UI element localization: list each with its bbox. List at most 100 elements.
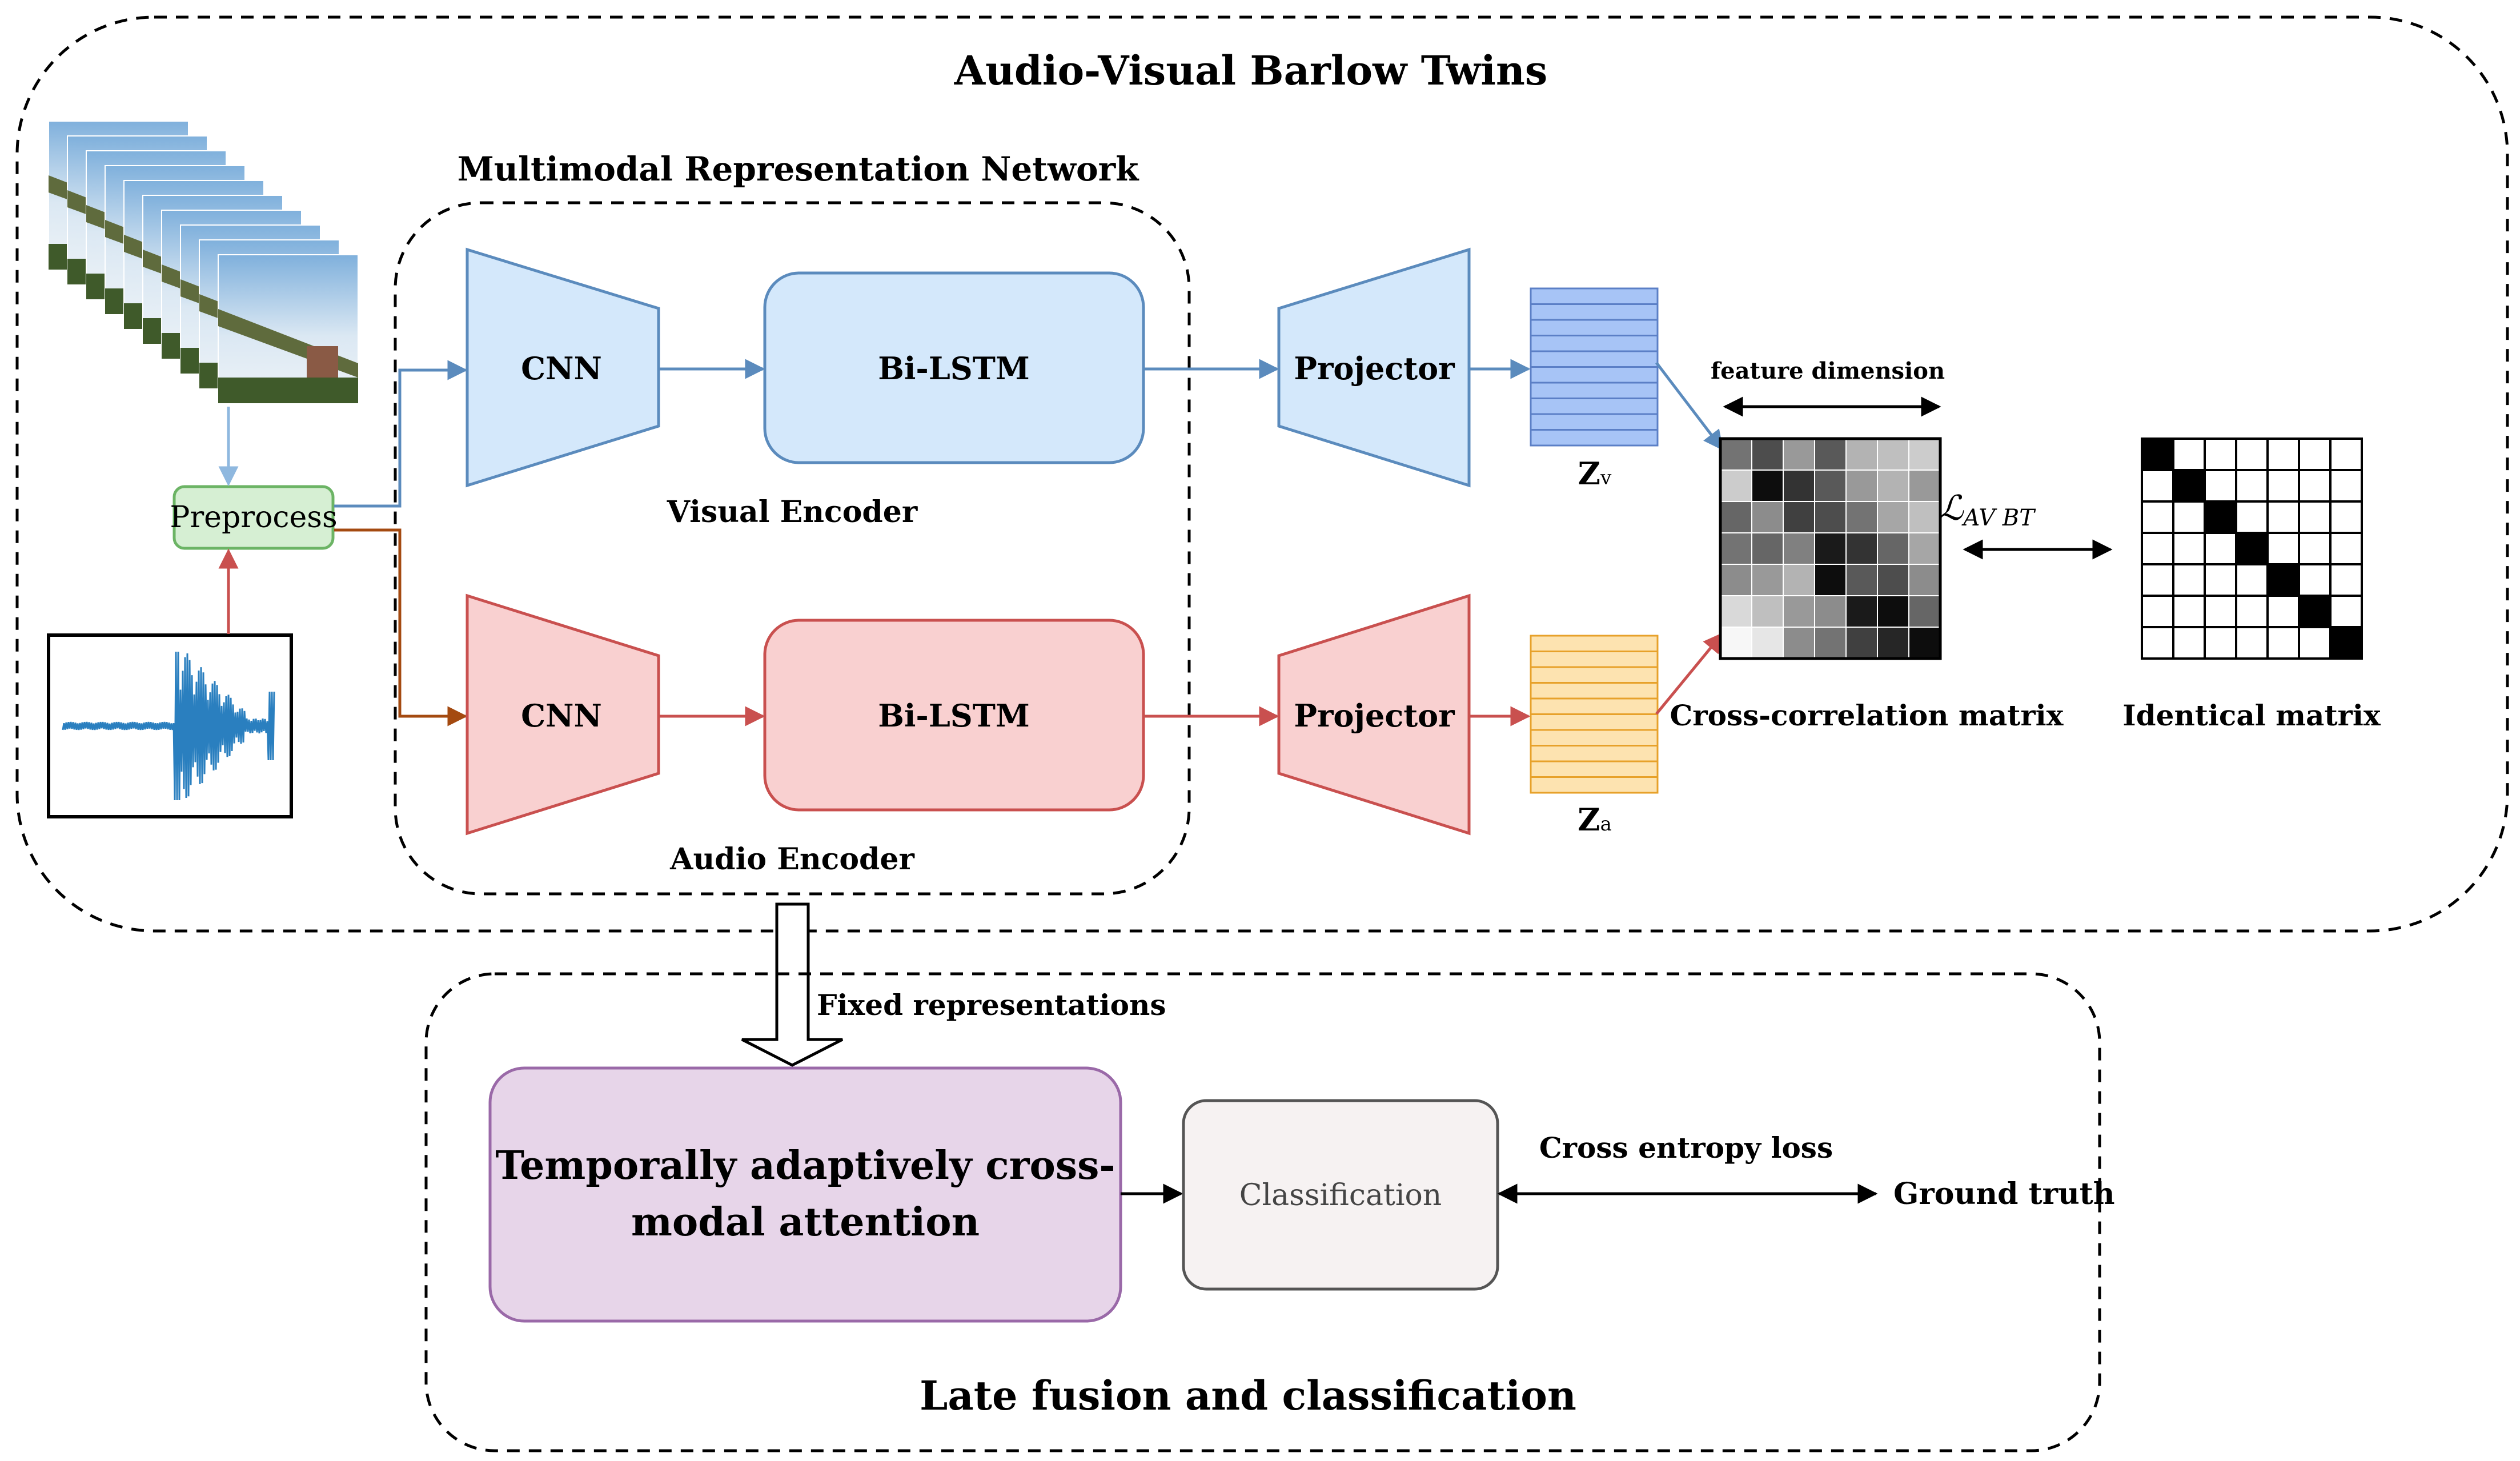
cross-correlation-cell [1845,564,1878,596]
audio-projector [1277,593,1471,836]
identical-cell [2172,595,2206,628]
audio-cnn [466,593,660,836]
cross-correlation-matrix [1719,437,1942,660]
zv-cell [1530,303,1659,321]
identical-cell [2298,563,2332,597]
identical-cell [2204,469,2237,503]
identical-cell [2329,626,2363,660]
cross-correlation-cell [1845,501,1878,533]
video-frame [218,254,359,404]
cross-correlation-cell [1783,627,1815,659]
cross-correlation-cell [1908,469,1941,502]
cross-correlation-cell [1845,438,1878,471]
identical-cell [2141,563,2174,597]
attention-label-line2: modal attention [631,1199,980,1245]
cross-correlation-cell [1751,501,1784,533]
identical-cell [2141,626,2174,660]
za-cell [1530,666,1659,684]
za-cell [1530,713,1659,731]
cross-correlation-cell [1783,564,1815,596]
audio-projector-label: Projector [1294,697,1455,734]
za-cell [1530,697,1659,715]
cross-correlation-cell [1908,532,1941,565]
zv-cell [1530,350,1659,368]
preprocess-to-audio-cnn-arrow [334,528,468,727]
cross-correlation-cell [1908,595,1941,628]
cross-modal-attention-box [488,1066,1122,1323]
identical-cell [2329,500,2363,534]
zv-cell [1530,382,1659,399]
identical-cell [2141,532,2174,565]
identical-cell [2329,532,2363,565]
cross-correlation-cell [1783,438,1815,471]
attention-label-line1: Temporally adaptively cross- [495,1143,1115,1189]
avbt-loss-label: ℒAV BT [1939,488,2036,531]
cross-correlation-cell [1751,564,1784,596]
cross-correlation-cell [1845,627,1878,659]
classification-label: Classification [1239,1178,1442,1213]
identical-cell [2298,626,2332,660]
cross-correlation-cell [1720,501,1752,533]
identical-cell [2235,595,2269,628]
cross-correlation-cell [1783,595,1815,628]
audio-encoder-label: Audio Encoder [669,842,914,877]
cross-correlation-cell [1751,469,1784,502]
cross-correlation-cell [1720,532,1752,565]
identical-cell [2266,563,2300,597]
zv-cell [1530,429,1659,447]
identical-cell [2204,563,2237,597]
cross-correlation-cell [1845,595,1878,628]
cross-correlation-cell [1720,438,1752,471]
cross-correlation-cell [1751,595,1784,628]
zv-cell [1530,287,1659,305]
late-fusion-title: Late fusion and classification [920,1372,1576,1419]
cross-correlation-cell [1877,438,1909,471]
identical-cell [2266,500,2300,534]
cross-correlation-cell [1720,469,1752,502]
za-label: Za [1578,801,1612,838]
identical-cell [2329,595,2363,628]
cross-correlation-cell [1877,501,1909,533]
identical-cell [2298,469,2332,503]
cross-correlation-cell [1877,532,1909,565]
video-frames-icon [48,121,359,404]
za-feature-vector [1530,635,1659,794]
cross-correlation-cell [1783,501,1815,533]
identical-cell [2235,438,2269,471]
fixed-representations-label: Fixed representations [817,988,1166,1022]
main-title: Audio-Visual Barlow Twins [954,47,1548,94]
identical-cell [2235,469,2269,503]
identical-cell [2298,438,2332,471]
za-to-matrix-arrow [1655,632,1724,715]
cross-correlation-cell [1814,627,1847,659]
preprocess-label: Preprocess [170,500,337,535]
identical-cell [2204,626,2237,660]
identical-cell [2266,532,2300,565]
identical-cell [2235,500,2269,534]
audio-cnn-label: CNN [521,697,602,734]
visual-projector-label: Projector [1294,350,1455,387]
visual-projector [1277,247,1471,488]
za-cell [1530,651,1659,668]
zv-cell [1530,335,1659,352]
cross-correlation-cell [1908,627,1941,659]
visual-bilstm-label: Bi-LSTM [878,350,1030,387]
zv-cell [1530,319,1659,336]
feature-dimension-label: feature dimension [1711,358,1945,384]
identical-matrix [2141,438,2363,660]
identical-cell [2235,563,2269,597]
barlow-twins-container [15,15,2509,933]
identical-cell [2172,500,2206,534]
identical-cell [2329,469,2363,503]
cross-correlation-cell [1814,595,1847,628]
audio-waveform-icon [47,633,293,818]
identical-cell [2298,500,2332,534]
cross-correlation-cell [1814,564,1847,596]
identical-cell [2141,438,2174,471]
zv-cell [1530,398,1659,415]
cross-correlation-cell [1720,564,1752,596]
cross-correlation-cell [1751,627,1784,659]
identical-cell [2266,469,2300,503]
identical-cell [2329,563,2363,597]
fixed-representations-arrow [741,902,844,1067]
